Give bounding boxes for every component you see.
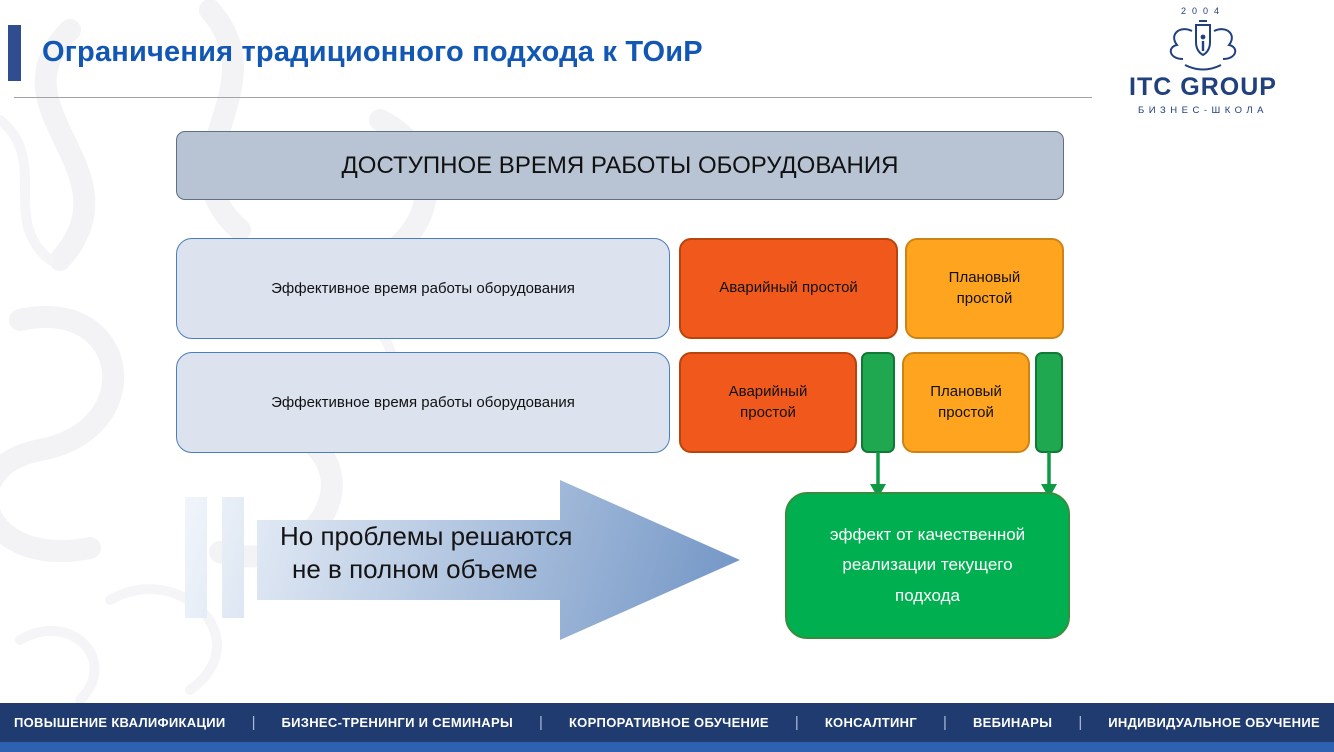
footer-item-webinars: ВЕБИНАРЫ bbox=[972, 715, 1053, 730]
problems-note-line2: не в полном объеме bbox=[292, 554, 538, 585]
footer-bar: ПОВЫШЕНИЕ КВАЛИФИКАЦИИ | БИЗНЕС-ТРЕНИНГИ… bbox=[0, 703, 1334, 742]
available-time-header: ДОСТУПНОЕ ВРЕМЯ РАБОТЫ ОБОРУДОВАНИЯ bbox=[176, 131, 1064, 200]
emergency-downtime-box-row1: Аварийный простой bbox=[679, 238, 898, 339]
problems-note-line1: Но проблемы решаются bbox=[280, 521, 573, 551]
emergency-downtime-box-row2: Аварийный простой bbox=[679, 352, 857, 453]
footer-item-trainings: БИЗНЕС-ТРЕНИНГИ И СЕМИНАРЫ bbox=[281, 715, 513, 730]
footer-divider: | bbox=[539, 714, 543, 731]
logo-tagline: БИЗНЕС-ШКОЛА bbox=[1137, 105, 1268, 116]
title-divider bbox=[14, 97, 1092, 98]
green-down-arrows bbox=[870, 452, 1057, 498]
logo: 2004 ITC GROUP БИЗНЕС-ШКОЛА bbox=[1098, 6, 1308, 116]
saved-time-block-1 bbox=[861, 352, 895, 453]
effective-time-box-row1: Эффективное время работы оборудования bbox=[176, 238, 670, 339]
logo-year: 2004 bbox=[1180, 6, 1226, 16]
footer-item-consulting: КОНСАЛТИНГ bbox=[824, 715, 918, 730]
page-title: Ограничения традиционного подхода к ТОиР bbox=[42, 36, 703, 68]
logo-crest-icon bbox=[1169, 20, 1237, 71]
planned-downtime-box-row1: Плановый простой bbox=[905, 238, 1064, 339]
title-accent-bar bbox=[8, 25, 21, 81]
effect-box: эффект от качественной реализации текуще… bbox=[785, 492, 1070, 639]
footer-divider: | bbox=[943, 714, 947, 731]
footer-divider: | bbox=[794, 714, 799, 731]
planned-downtime-box-row2: Плановый простой bbox=[902, 352, 1030, 453]
footer-item-corporate: КОРПОРАТИВНОЕ ОБУЧЕНИЕ bbox=[568, 715, 769, 730]
footer-bottom-strip bbox=[0, 742, 1334, 752]
problems-note: Но проблемы решаются не в полном объеме bbox=[280, 520, 572, 587]
footer-divider: | bbox=[1078, 714, 1083, 731]
logo-name: ITC GROUP bbox=[1129, 73, 1277, 101]
footer-item-qualification: ПОВЫШЕНИЕ КВАЛИФИКАЦИИ bbox=[14, 715, 226, 730]
footer-item-individual: ИНДИВИДУАЛЬНОЕ ОБУЧЕНИЕ bbox=[1108, 715, 1320, 730]
effective-time-box-row2: Эффективное время работы оборудования bbox=[176, 352, 670, 453]
footer-divider: | bbox=[251, 714, 256, 731]
saved-time-block-2 bbox=[1035, 352, 1063, 453]
